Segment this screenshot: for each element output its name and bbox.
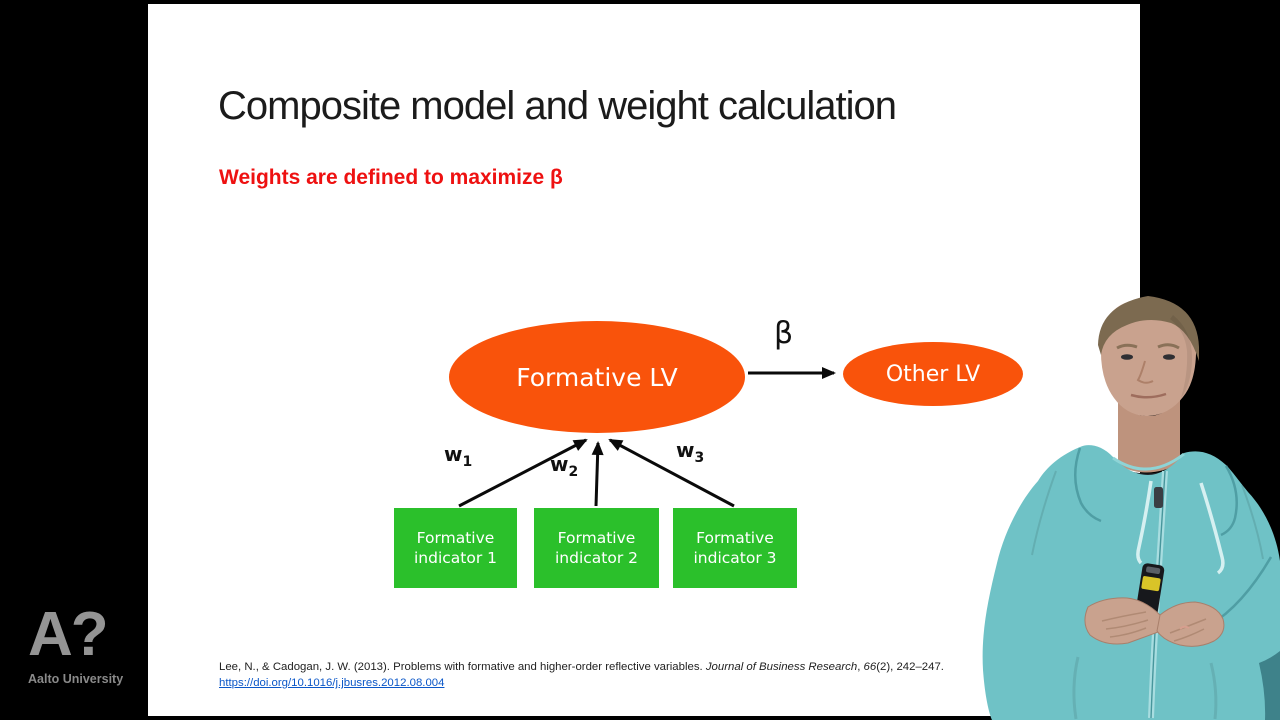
indicator-1-line2: indicator 1 (413, 549, 498, 567)
arrow-w2 (591, 441, 604, 507)
beta-coefficient-label: β (774, 316, 794, 351)
presenter-hair (1098, 296, 1199, 361)
citation-volume: 66 (863, 661, 877, 673)
remote-top-button (1146, 566, 1161, 575)
presenter-face (1100, 299, 1197, 416)
weight-label-w2: w2 (550, 452, 578, 480)
drawstring-right (1199, 482, 1225, 575)
aalto-logo-name: Aalto University (28, 672, 124, 686)
presenter-photo (982, 296, 1280, 720)
diagram-arrows (458, 367, 836, 508)
indicator-1-line1: Formative (416, 529, 495, 547)
pocket-seam-right (1209, 662, 1218, 720)
seam-left (1031, 470, 1057, 556)
presenter-neck (1118, 395, 1180, 473)
eye-right (1163, 354, 1175, 360)
eyebrow-left (1116, 343, 1138, 350)
arrow-w3 (608, 438, 735, 508)
hood-fold-right (1220, 465, 1238, 537)
ring (1179, 625, 1190, 630)
w1-sub: 1 (462, 454, 473, 470)
slide-subtitle: Weights are defined to maximize β (219, 166, 563, 189)
finger-lines-left (1101, 611, 1149, 638)
node-formative-indicator-3: Formative indicator 3 (673, 508, 797, 588)
hood-fold-left (1074, 447, 1102, 523)
presenter-hands (1084, 597, 1225, 647)
node-formative-lv-label: Formative LV (516, 362, 678, 392)
hand-right (1156, 601, 1225, 647)
indicator-2-line2: indicator 2 (554, 549, 639, 567)
citation-text: Lee, N., & Cadogan, J. W. (2013). Proble… (219, 661, 706, 673)
indicator-1-label: Formative indicator 1 (414, 528, 497, 568)
indicator-3-line1: Formative (696, 529, 774, 547)
node-formative-indicator-1: Formative indicator 1 (394, 508, 517, 588)
indicator-2-line1: Formative (557, 529, 636, 547)
citation-journal: Journal of Business Research (705, 661, 858, 673)
reference-citation: Lee, N., & Cadogan, J. W. (2013). Proble… (219, 660, 944, 675)
zipper-pull (1154, 487, 1163, 508)
node-other-lv-label: Other LV (885, 361, 981, 387)
aalto-logo-mark: A? (28, 600, 109, 669)
presentation-slide: Composite model and weight calculation W… (148, 4, 1140, 716)
seam-right (1241, 484, 1264, 560)
citation-pages: (2), 242–247. (876, 661, 944, 673)
eyebrow-right (1157, 343, 1180, 350)
w1-base: w (444, 442, 463, 466)
aalto-logo: A? Aalto University (28, 600, 146, 687)
doi-link[interactable]: https://doi.org/10.1016/j.jbusres.2012.0… (219, 677, 445, 689)
remote-yellow-band (1141, 576, 1161, 592)
node-formative-indicator-2: Formative indicator 2 (534, 508, 659, 588)
w3-sub: 3 (694, 450, 705, 466)
indicator-3-label: Formative indicator 3 (693, 528, 776, 568)
w2-base: w (550, 452, 569, 476)
citation-sep: , (857, 661, 864, 673)
w2-sub: 2 (568, 464, 579, 480)
eye-left (1121, 354, 1133, 360)
weight-label-w1: w1 (444, 442, 472, 470)
indicator-3-line2: indicator 3 (693, 549, 777, 567)
indicator-2-label: Formative indicator 2 (555, 528, 638, 568)
weight-label-w3: w3 (676, 438, 704, 466)
drawstring-left (1136, 480, 1153, 565)
presenter-arm-shadow (1259, 651, 1280, 720)
pocket-seam-left (1072, 656, 1080, 720)
node-other-lv: Other LV (843, 342, 1023, 406)
mouth (1130, 392, 1167, 399)
nose (1136, 360, 1154, 384)
composite-model-diagram: Formative LV Other LV β w1 w2 w3 Formati… (148, 4, 1140, 716)
arrow-w1 (458, 438, 588, 508)
slide-title: Composite model and weight calculation (218, 84, 897, 128)
presenter-head (1098, 296, 1199, 416)
w3-base: w (676, 438, 695, 462)
presenter-hoodie (982, 445, 1280, 720)
face-shadow (1170, 315, 1193, 398)
hood-collar-edge (1112, 452, 1185, 471)
node-formative-lv: Formative LV (449, 321, 745, 433)
